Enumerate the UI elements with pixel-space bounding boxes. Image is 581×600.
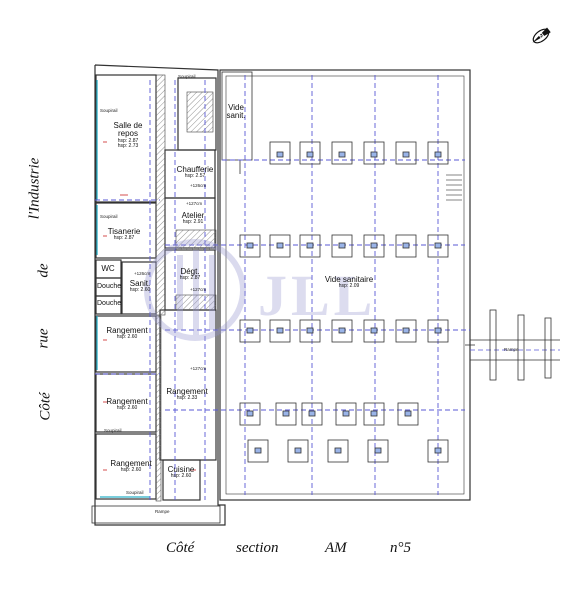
room-height: hsp: 2.87 (179, 275, 201, 282)
room-douche-1: Douche (97, 283, 121, 290)
section-label-3: AM (325, 540, 347, 556)
room-degt: Dégt. hsp: 2.87 (170, 267, 210, 282)
room-salle-de-repos: Salle de repos hsp: 2.87 hsp: 2.73 (104, 121, 152, 150)
room-rangement-3: Rangement hsp: 2.33 (158, 387, 216, 402)
stairs (446, 174, 462, 201)
soupirail-label-3: Soupirail (100, 214, 118, 219)
room-height: hsp: 2.87 (113, 235, 135, 242)
room-rangement-1: Rangement hsp: 2.60 (98, 326, 156, 341)
room-height: hsp: 2.60 (116, 405, 138, 412)
room-name: Tisanerie (107, 227, 141, 236)
level-label-5: +126cm (134, 271, 151, 276)
section-label-2: section (236, 540, 279, 556)
room-wc: WC (97, 264, 119, 273)
watermark-logo-icon (144, 239, 246, 341)
room-height: hsp: 2.09 (338, 283, 360, 290)
room-name: Sanit. (129, 279, 151, 288)
room-name: Vide sanitaire (324, 275, 374, 284)
room-name: Rangement (110, 459, 152, 468)
rampe-label-2: Rampe (504, 347, 519, 352)
room-height: hsp: 2.60 (116, 334, 138, 341)
room-height: hsp: 2.33 (176, 395, 198, 402)
glazing (96, 80, 150, 498)
section-label-1: Côté (166, 540, 195, 556)
level-label-4: +127cm (190, 366, 207, 371)
room-height: hsp: 2.57 (184, 173, 206, 180)
room-douche-2: Douche (97, 300, 121, 307)
room-name: Vide sanit. (226, 103, 246, 121)
right-building (219, 69, 471, 501)
room-vide-sanitaire: Vide sanitaire hsp: 2.09 (320, 275, 378, 290)
room-name: Douche (97, 300, 122, 307)
hatched-walls (155, 74, 217, 502)
north-arrow-icon: N (532, 27, 551, 44)
room-name: Dégt. (180, 267, 200, 276)
axis-grid (95, 75, 470, 500)
section-label-4: n°5 (390, 540, 411, 556)
room-name: Douche (97, 283, 122, 290)
street-label-3: de (35, 263, 52, 278)
street-label-2: rue (35, 328, 52, 349)
watermark-text: JLL (258, 263, 377, 328)
room-name: Atelier (181, 211, 205, 220)
room-height: hsp: 2.91 (182, 219, 204, 226)
room-name: WC (101, 264, 115, 273)
street-label-1: Côté (37, 392, 54, 421)
soupirail-label-5: Soupirail (126, 490, 144, 495)
rampe-label-1: Rampe (155, 509, 170, 514)
room-name: Cuisine (167, 465, 195, 474)
room-rangement-2: Rangement hsp: 2.60 (98, 397, 156, 412)
room-sanit: Sanit. hsp: 2.60 (124, 279, 156, 294)
street-label-4: l'Industrie (26, 157, 43, 220)
external-ramp (465, 309, 560, 381)
room-height: hsp: 2.87 hsp: 2.73 (117, 137, 139, 150)
piers (239, 141, 449, 463)
room-height: hsp: 2.60 (120, 467, 142, 474)
room-name: Chaufferie (176, 165, 214, 174)
level-label-3: +127cm (190, 287, 207, 292)
room-height: hsp: 2.60 (170, 473, 192, 480)
soupirail-label-4: Soupirail (104, 428, 122, 433)
room-cuisine: Cuisine hsp: 2.60 (162, 465, 200, 480)
level-label-1: +126cm (190, 183, 207, 188)
room-rangement-4: Rangement hsp: 2.60 (102, 459, 160, 474)
room-name: Rangement (106, 397, 148, 406)
room-name: Rangement (106, 326, 148, 335)
level-label-2: +127cm (186, 201, 203, 206)
room-tisanerie: Tisanerie hsp: 2.87 (100, 227, 148, 242)
svg-text:N: N (538, 32, 546, 41)
soupirail-label-1: Soupirail (178, 74, 196, 79)
room-atelier: Atelier hsp: 2.91 (172, 211, 214, 226)
soupirail-label-2: Soupirail (100, 108, 118, 113)
room-name: Rangement (166, 387, 208, 396)
room-height: hsp: 2.60 (129, 287, 151, 294)
room-chaufferie: Chaufferie hsp: 2.57 (170, 165, 220, 180)
room-vide-sanit: Vide sanit. (222, 103, 250, 121)
red-markers (103, 141, 196, 471)
room-name: Salle de repos (113, 121, 143, 139)
